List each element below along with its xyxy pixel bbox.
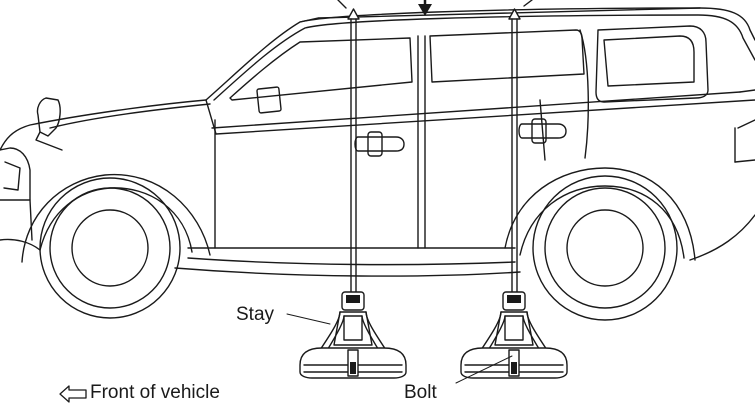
front-wheel xyxy=(21,173,211,319)
lift-alignment-lines xyxy=(350,18,518,293)
vehicle-body xyxy=(0,7,755,277)
side-mirror xyxy=(35,86,282,151)
door-handles xyxy=(354,118,567,157)
bolt-label: Bolt xyxy=(404,382,437,403)
stay-label: Stay xyxy=(236,304,275,325)
down-arrow-icon xyxy=(418,0,432,16)
bolt-leader-line xyxy=(455,355,513,384)
left-arrow-outline-icon xyxy=(59,385,87,403)
front-of-vehicle-label: Front of vehicle xyxy=(90,382,220,403)
lift-stand-rear xyxy=(460,291,568,379)
lift-point-marker-front xyxy=(337,0,360,20)
lift-stand-front xyxy=(299,291,407,379)
lift-point-marker-rear xyxy=(508,0,533,20)
stay-leader-line xyxy=(286,313,331,325)
vehicle-windows xyxy=(229,25,709,103)
vehicle-doors xyxy=(214,29,589,249)
rear-wheel xyxy=(504,167,696,321)
